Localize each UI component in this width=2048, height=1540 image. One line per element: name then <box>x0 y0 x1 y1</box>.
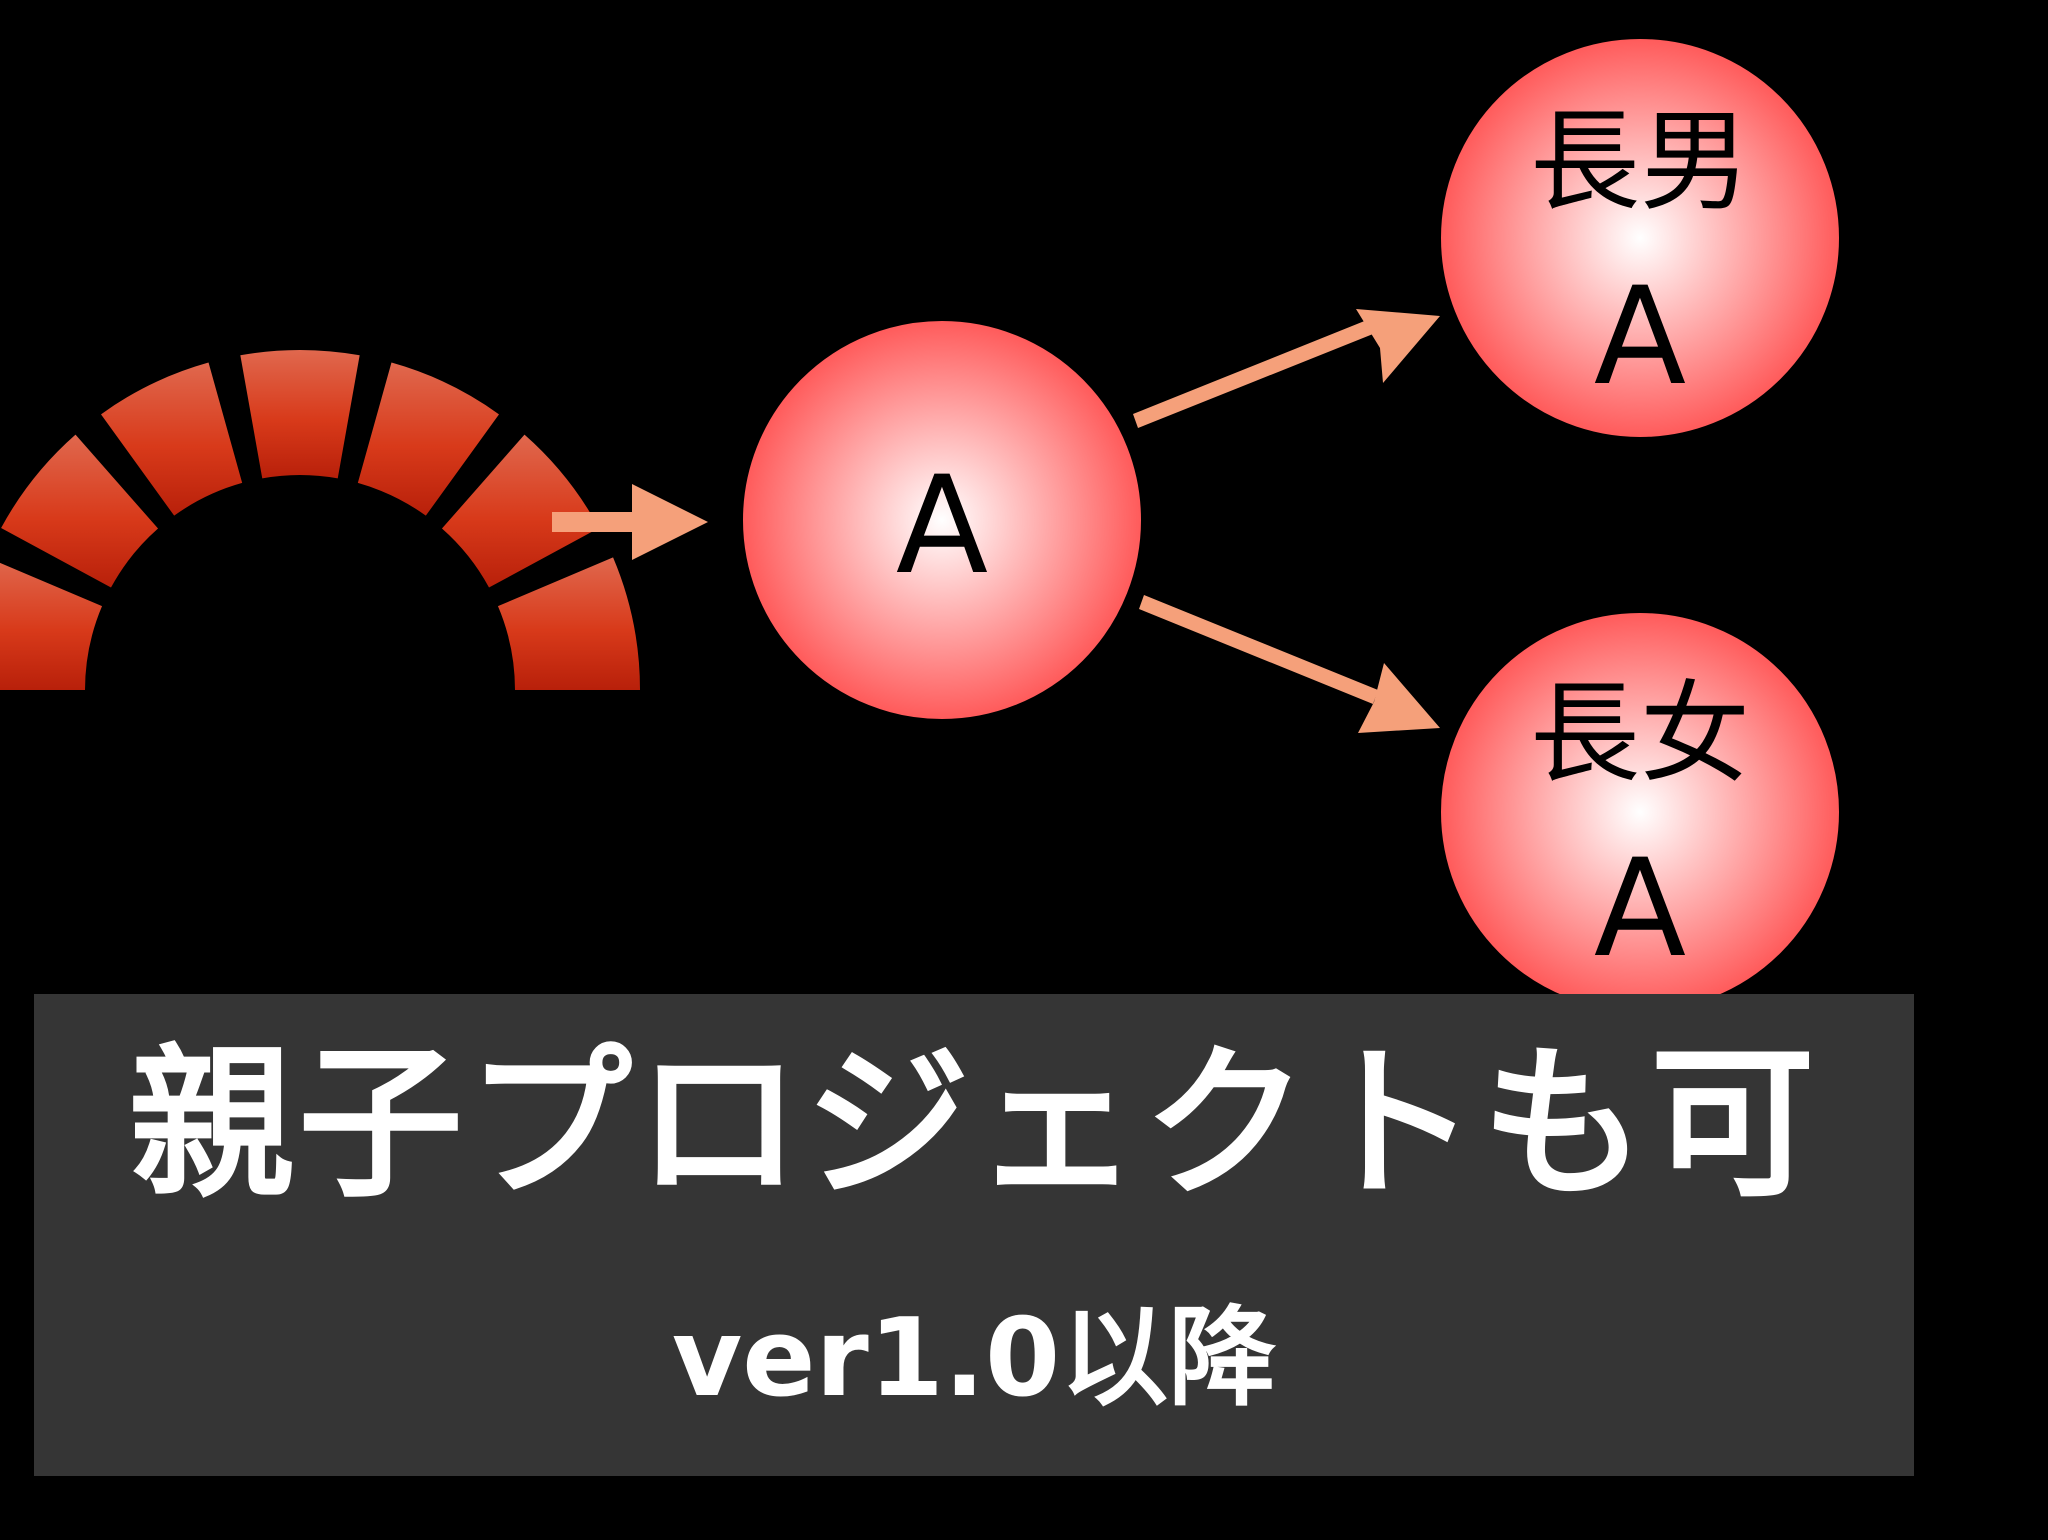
redmine-arch-logo <box>0 350 640 690</box>
node-root-ball <box>741 319 1143 721</box>
arrow-root-to-daughter <box>1139 595 1440 733</box>
logo-segment <box>497 557 640 690</box>
caption-subtitle: ver1.0以降 <box>671 1296 1277 1421</box>
logo-segment <box>441 434 599 588</box>
node-root-label: A <box>896 447 988 604</box>
logo-segment <box>1 434 159 588</box>
caption-box: 親子プロジェクトも可 ver1.0以降 <box>34 994 1914 1476</box>
node-daughter-role: 長女 <box>1530 670 1750 798</box>
node-daughter-label: A <box>1594 830 1686 987</box>
arrow-root-to-son <box>1133 309 1440 428</box>
node-son-label: A <box>1594 258 1686 415</box>
node-son-role: 長男 <box>1530 98 1750 226</box>
logo-segment <box>101 362 243 516</box>
node-son-ball <box>1439 37 1841 439</box>
logo-segment <box>357 362 499 516</box>
logo-segment <box>240 350 360 479</box>
node-root: A <box>741 319 1143 721</box>
logo-segment <box>0 562 103 690</box>
node-daughter: 長女 A <box>1439 611 1841 1013</box>
caption-title: 親子プロジェクトも可 <box>129 1028 1819 1220</box>
node-son: 長男 A <box>1439 37 1841 439</box>
arrow-logo-to-root <box>552 484 708 560</box>
